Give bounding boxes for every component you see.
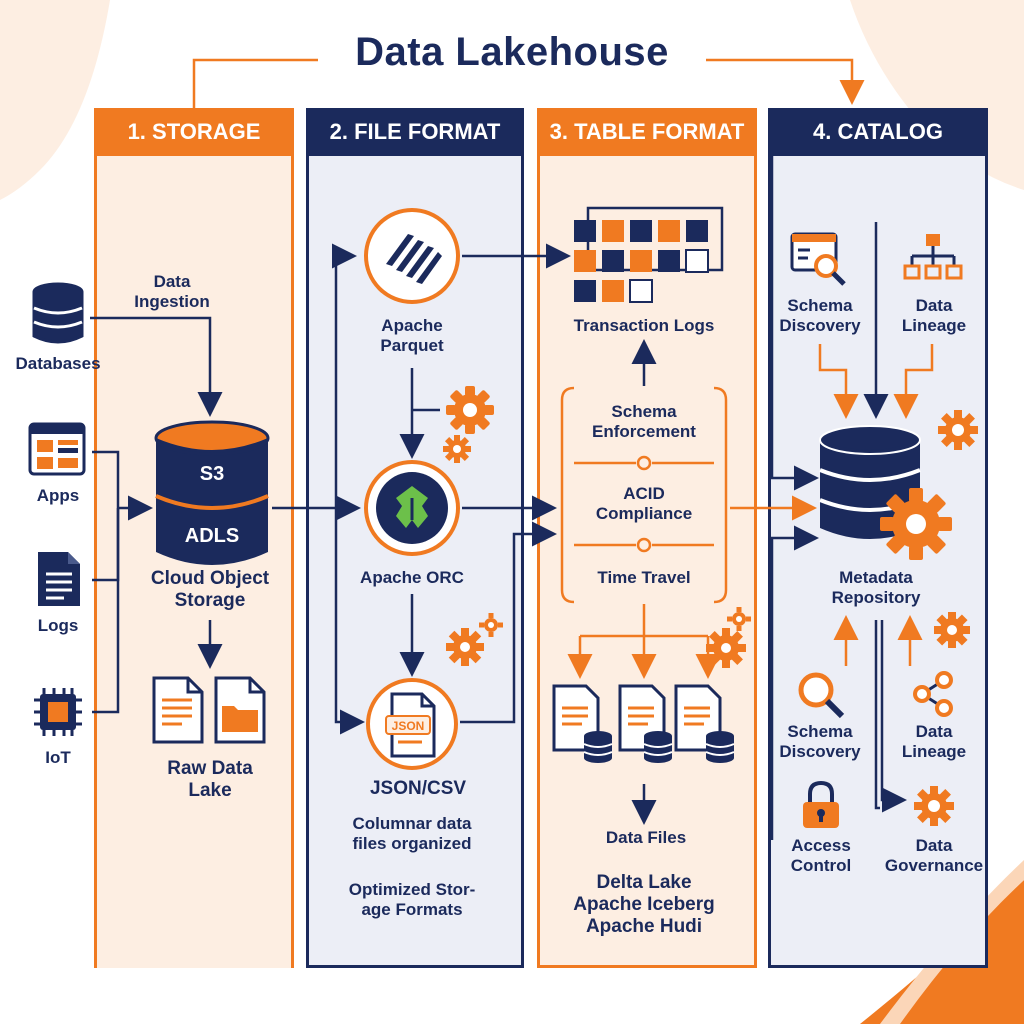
column-header-table-format: 3. TABLE FORMAT — [540, 108, 754, 156]
data-file-icon-2 — [618, 684, 673, 763]
arrow-lineage-top-to-repo — [893, 344, 934, 419]
arrow-repo-to-governance — [874, 620, 880, 810]
transaction-logs-label: Transaction Logs — [573, 316, 715, 335]
json-badge-text: JSON — [392, 719, 425, 733]
source-apps-label: Apps — [36, 486, 80, 505]
adls-text: ADLS — [185, 525, 239, 547]
json-csv-label: JSON/CSV — [369, 778, 467, 799]
branch-down-json — [334, 508, 365, 735]
database-icon — [32, 282, 84, 344]
title-connector-left — [192, 58, 318, 108]
apache-iceberg-label: Apache Iceberg — [573, 894, 715, 915]
connector-apps — [92, 450, 120, 508]
lineage-tree-icon — [903, 234, 963, 280]
raw-document-icon — [152, 676, 204, 744]
arrow-databases-to-storage — [90, 316, 223, 417]
chip-icon — [34, 688, 82, 736]
apache-hudi-label: Apache Hudi — [585, 916, 703, 937]
json-file-icon: JSON — [366, 678, 458, 770]
connector-logs — [92, 508, 120, 582]
time-travel-label: Time Travel — [597, 568, 691, 587]
optimized-storage-label: Optimized Stor-age Formats — [348, 880, 476, 919]
app-window-icon — [28, 422, 86, 476]
gear-icon-medium — [446, 628, 484, 666]
schema-discovery-window-icon — [790, 232, 846, 286]
lock-icon — [803, 780, 839, 828]
magnifier-icon — [798, 672, 845, 719]
metadata-repository-icon — [819, 425, 952, 560]
transaction-log-grid-icon — [574, 206, 724, 303]
gear-icon-catalog-top — [938, 410, 978, 450]
gear-icon-catalog-mid — [934, 612, 970, 648]
column-header-catalog: 4. CATALOG — [771, 108, 985, 156]
column-header-storage: 1. STORAGE — [97, 108, 291, 156]
orc-icon — [364, 460, 460, 556]
source-databases-label: Databases — [15, 354, 101, 373]
s3-text: S3 — [200, 463, 224, 485]
governance-gear-icon — [914, 786, 954, 826]
gear-icon-table-small — [727, 607, 751, 631]
connector-iot — [92, 508, 120, 714]
gear-icon-large — [446, 386, 494, 434]
title-connector-right — [706, 58, 865, 105]
table-features-bracket — [560, 386, 728, 604]
arrow-parquet-to-orc — [412, 368, 440, 454]
cloud-storage-cylinder-icon: S3 ADLS — [154, 420, 270, 565]
column-header-file-format: 2. FILE FORMAT — [309, 108, 521, 156]
raw-folder-file-icon — [214, 676, 266, 744]
arrow-json-to-table — [460, 521, 557, 724]
page-title: Data Lakehouse — [355, 30, 669, 74]
gear-icon-table — [706, 628, 746, 668]
source-iot-label: IoT — [45, 748, 71, 767]
arrow-repo-to-access — [880, 620, 907, 813]
arrow-schema-top-to-repo — [818, 344, 859, 419]
parquet-icon — [364, 208, 460, 304]
apache-orc-label: Apache ORC — [360, 568, 464, 587]
gear-icon-tiny — [479, 613, 503, 637]
delta-lake-label: Delta Lake — [596, 872, 692, 893]
source-logs-label: Logs — [37, 616, 79, 635]
arrow-table-to-files — [578, 604, 710, 672]
arrow-column-bottom-to-catalog — [770, 525, 819, 840]
data-files-label: Data Files — [605, 828, 687, 847]
arrow-column-to-catalog — [770, 150, 819, 491]
log-file-icon — [38, 552, 80, 606]
table-format-list: Delta Lake Apache Iceberg Apache Hudi — [573, 872, 715, 938]
data-file-icon-3 — [674, 684, 735, 763]
share-node-icon — [913, 671, 953, 717]
branch-up-parquet — [332, 243, 357, 508]
data-file-icon-1 — [552, 684, 613, 763]
gear-icon-small — [443, 435, 471, 463]
